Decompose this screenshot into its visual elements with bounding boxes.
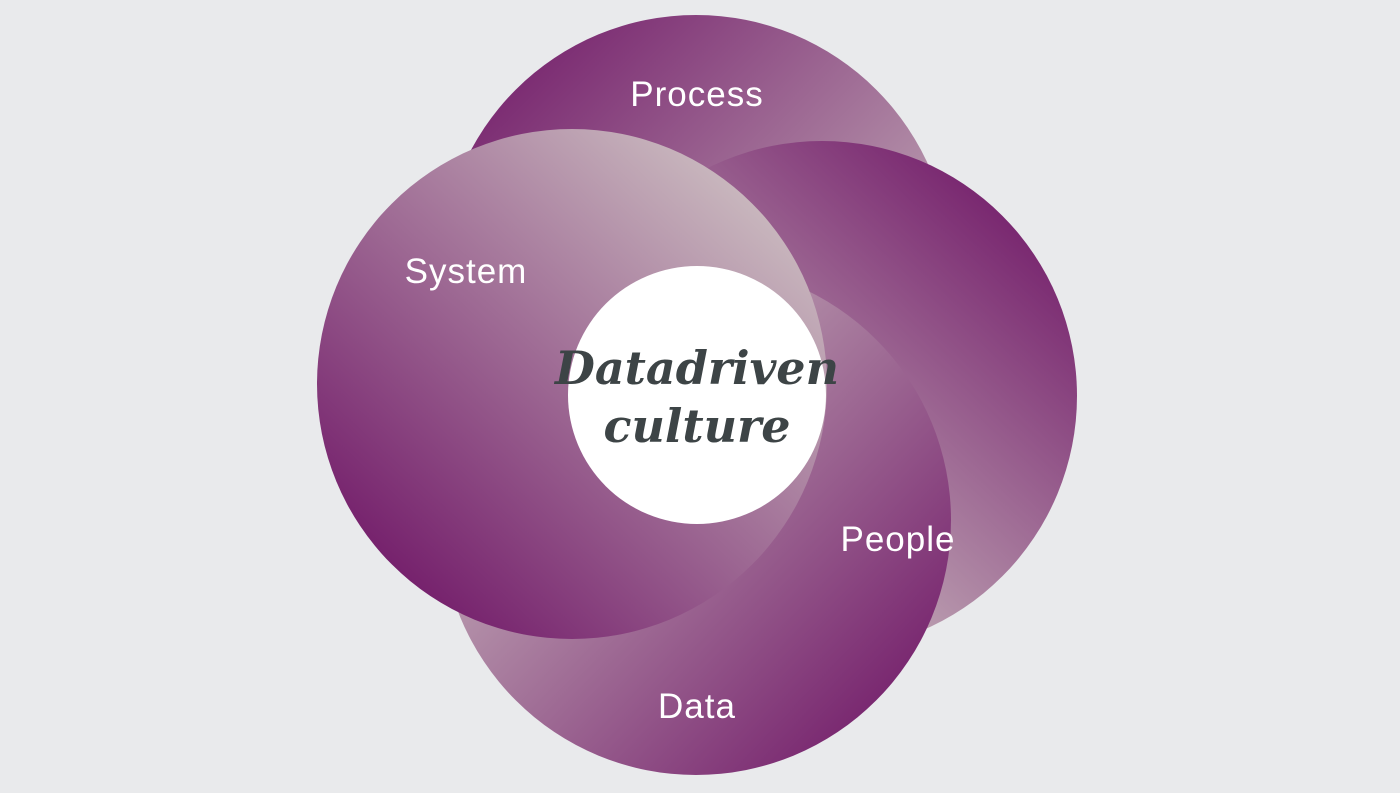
segment-label-process: Process xyxy=(630,75,763,114)
center-title-line1: Datadriven xyxy=(553,341,839,395)
segment-label-data: Data xyxy=(658,687,736,726)
segment-label-system: System xyxy=(405,252,528,291)
segment-label-people: People xyxy=(841,520,956,559)
center-circle xyxy=(568,266,826,524)
center-title-line2: culture xyxy=(603,399,790,453)
